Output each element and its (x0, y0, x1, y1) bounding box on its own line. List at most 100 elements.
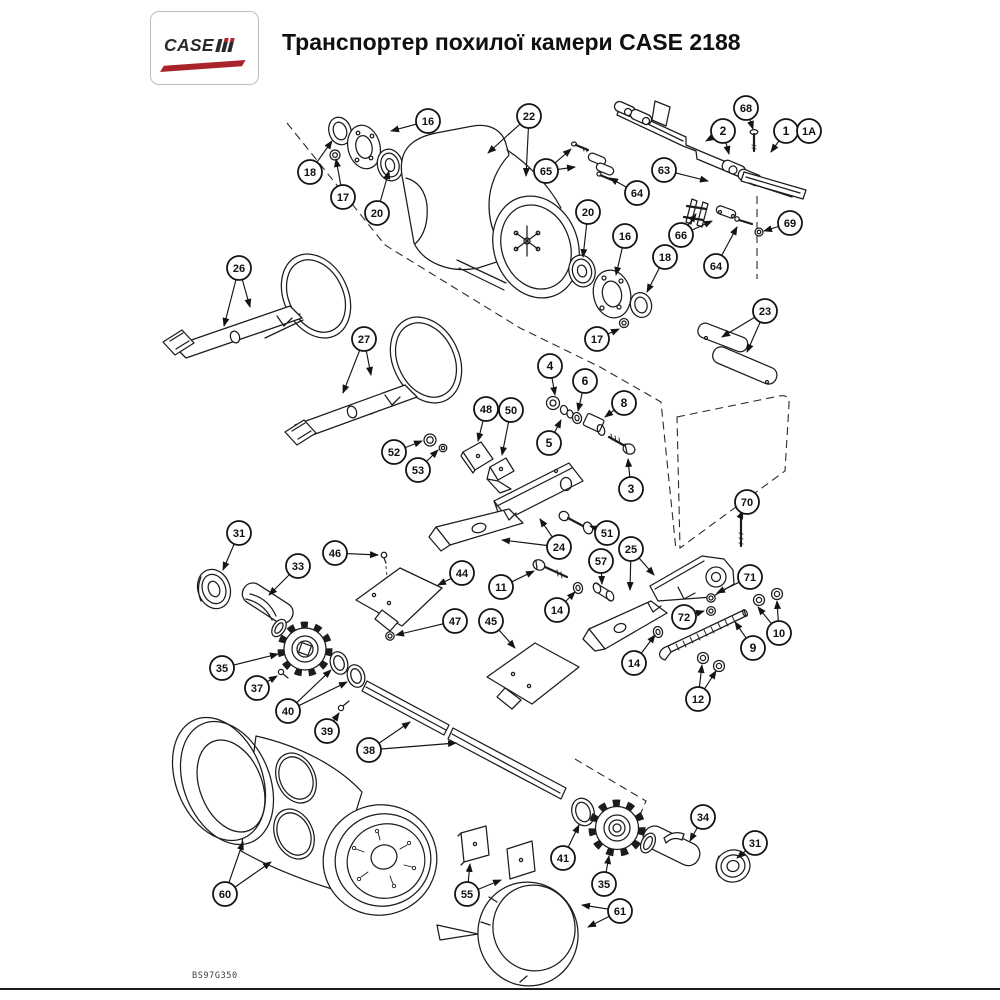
part-chain-slat-assembly (570, 100, 807, 237)
callout-38: 38 (356, 721, 457, 763)
svg-text:64: 64 (631, 188, 644, 200)
callout-16: 16 (612, 223, 638, 276)
svg-text:11: 11 (495, 582, 507, 594)
part-nuts-12 (696, 651, 726, 673)
svg-text:31: 31 (233, 528, 245, 540)
part-fasteners-center (423, 395, 636, 455)
part-nuts-71-72 (705, 593, 717, 617)
svg-text:47: 47 (449, 616, 461, 628)
svg-text:38: 38 (363, 745, 375, 757)
svg-text:65: 65 (540, 166, 552, 178)
svg-text:20: 20 (582, 207, 594, 219)
callout-68: 68 (733, 95, 759, 130)
svg-text:52: 52 (388, 447, 400, 459)
callout-60: 60 (212, 841, 272, 907)
callout-35: 35 (591, 855, 617, 897)
callout-35: 35 (209, 652, 279, 681)
part-key-37 (277, 668, 289, 679)
svg-text:71: 71 (744, 572, 756, 584)
svg-text:5: 5 (546, 436, 553, 450)
svg-text:60: 60 (219, 889, 231, 901)
svg-text:17: 17 (591, 334, 603, 346)
svg-text:39: 39 (321, 726, 333, 738)
svg-text:20: 20 (371, 208, 383, 220)
callout-66: 66 (668, 213, 713, 248)
callout-24: 24 (501, 518, 572, 560)
callout-23: 23 (721, 298, 778, 353)
svg-text:70: 70 (741, 497, 753, 509)
part-plate-48 (460, 441, 494, 474)
part-sprocket-35-lower (588, 799, 646, 857)
part-screw-46 (380, 551, 388, 564)
part-wear-band-61 (477, 881, 579, 987)
part-bolt-51 (558, 510, 594, 535)
callout-55: 55 (454, 863, 502, 907)
part-drum-assembly-60 (171, 716, 438, 916)
callout-6: 6 (572, 368, 598, 412)
logo-brand-text: CASE (164, 35, 214, 55)
svg-text:45: 45 (485, 616, 497, 628)
svg-text:8: 8 (621, 396, 628, 410)
callout-72: 72 (671, 604, 705, 630)
svg-text:66: 66 (675, 230, 687, 242)
case-ih-logo: CASE (150, 11, 259, 85)
svg-text:17: 17 (337, 192, 349, 204)
callout-65: 65 (533, 148, 576, 184)
callout-26: 26 (222, 255, 252, 327)
reference-dash-lines (286, 122, 790, 844)
page-title: Транспортер похилої камери CASE 2188 (282, 29, 741, 55)
svg-text:12: 12 (692, 694, 704, 706)
callout-20: 20 (364, 170, 391, 226)
svg-text:55: 55 (461, 889, 473, 901)
callout-53: 53 (405, 449, 439, 483)
svg-text:61: 61 (614, 906, 626, 918)
callout-40: 40 (275, 669, 348, 724)
callout-18: 18 (646, 244, 678, 293)
part-bushing-57 (592, 582, 615, 602)
callout-1A: 1A (796, 118, 822, 144)
callout-50: 50 (498, 397, 524, 456)
callout-22: 22 (487, 103, 542, 177)
part-support-arm-27 (284, 316, 463, 446)
callout-9: 9 (734, 621, 766, 661)
svg-text:1A: 1A (802, 126, 816, 138)
callout-20: 20 (575, 199, 601, 258)
svg-text:33: 33 (292, 561, 304, 573)
svg-text:6: 6 (582, 374, 589, 388)
callout-25: 25 (618, 536, 655, 591)
callout-33: 33 (268, 553, 311, 596)
part-square-shaft-38 (361, 680, 567, 800)
svg-text:63: 63 (658, 165, 670, 177)
drawing-code: BS97G350 (192, 971, 238, 981)
part-plates-55 (457, 825, 536, 880)
part-bolt-11 (532, 559, 569, 579)
callout-63: 63 (651, 157, 709, 183)
svg-text:31: 31 (749, 838, 761, 850)
part-bearing-flange-set-right (568, 254, 653, 329)
svg-text:25: 25 (625, 544, 637, 556)
part-sprocket-35-upper (277, 621, 333, 677)
svg-text:51: 51 (601, 528, 613, 540)
callout-69: 69 (763, 210, 803, 236)
callout-5: 5 (536, 419, 562, 456)
svg-text:46: 46 (329, 548, 341, 560)
part-rod-9 (658, 609, 748, 661)
callout-70: 70 (734, 489, 760, 520)
part-sleeve-33 (241, 582, 294, 638)
callout-57: 57 (588, 548, 614, 585)
svg-text:9: 9 (750, 641, 757, 655)
callout-27: 27 (342, 326, 377, 394)
callout-37: 37 (244, 675, 278, 701)
callout-41: 41 (550, 824, 580, 871)
callout-39: 39 (314, 712, 340, 744)
part-pins-23 (697, 322, 778, 385)
callout-52: 52 (381, 439, 423, 465)
svg-text:18: 18 (659, 252, 671, 264)
part-washer-14-right (652, 625, 664, 639)
svg-text:14: 14 (628, 658, 641, 670)
callout-3: 3 (618, 458, 644, 502)
callout-4: 4 (537, 353, 563, 396)
